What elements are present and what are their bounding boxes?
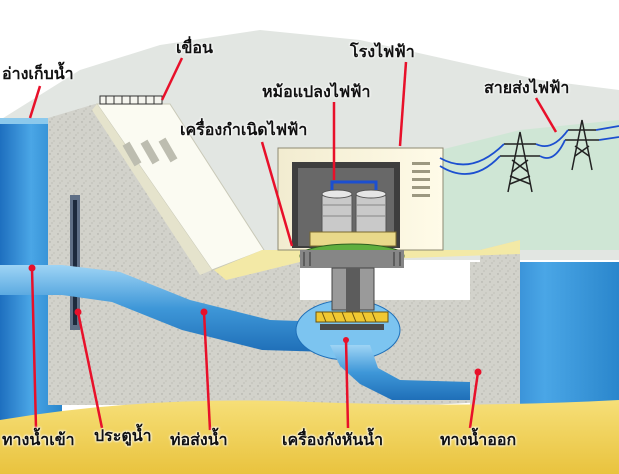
penstock-pipe xyxy=(0,265,330,352)
pointer-dam xyxy=(160,57,184,101)
ground xyxy=(0,400,619,474)
label-transformer: หม้อแปลงไฟฟ้า xyxy=(262,82,371,101)
pointer-power-lines xyxy=(534,97,558,133)
pointer-penstock xyxy=(202,311,212,431)
turbine-runner xyxy=(315,311,389,330)
label-reservoir: อ่างเก็บน้ำ xyxy=(2,64,74,83)
label-gate: ประตูน้ำ xyxy=(94,426,152,445)
pointer-gate xyxy=(76,311,104,429)
draft-tube xyxy=(330,345,470,400)
pylon-near xyxy=(500,131,540,193)
pointer-powerhouse xyxy=(398,61,408,147)
label-dam: เขื่อน xyxy=(176,38,213,57)
label-powerhouse: โรงไฟฟ้า xyxy=(350,42,415,61)
dam-crest-rail xyxy=(99,95,163,105)
label-power-lines: สายส่งไฟฟ้า xyxy=(484,78,570,97)
pointer-generator xyxy=(260,141,294,247)
background-hills xyxy=(440,120,619,250)
pointer-lines xyxy=(28,57,558,431)
dam-face-shadow xyxy=(92,104,212,275)
pointer-turbine xyxy=(344,339,350,429)
label-intake: ทางน้ำเข้า xyxy=(2,430,75,449)
reservoir-surface xyxy=(0,118,62,124)
pointer-dots xyxy=(28,264,482,376)
pylon-far xyxy=(565,119,599,171)
pointer-intake xyxy=(30,267,38,429)
dam-face-vents xyxy=(122,137,178,167)
generator xyxy=(299,231,405,312)
transformers xyxy=(321,180,387,235)
label-penstock: ท่อส่งน้ำ xyxy=(170,430,228,449)
power-cables xyxy=(439,125,619,175)
label-outflow: ทางน้ำออก xyxy=(440,430,517,449)
pointer-reservoir xyxy=(28,85,42,119)
tailwater-wall xyxy=(470,262,520,410)
gate-shaft-inner xyxy=(73,200,77,325)
pointer-outflow xyxy=(468,371,480,429)
label-turbine: เครื่องกังหันน้ำ xyxy=(282,430,384,449)
label-generator: เครื่องกำเนิดไฟฟ้า xyxy=(180,120,308,139)
